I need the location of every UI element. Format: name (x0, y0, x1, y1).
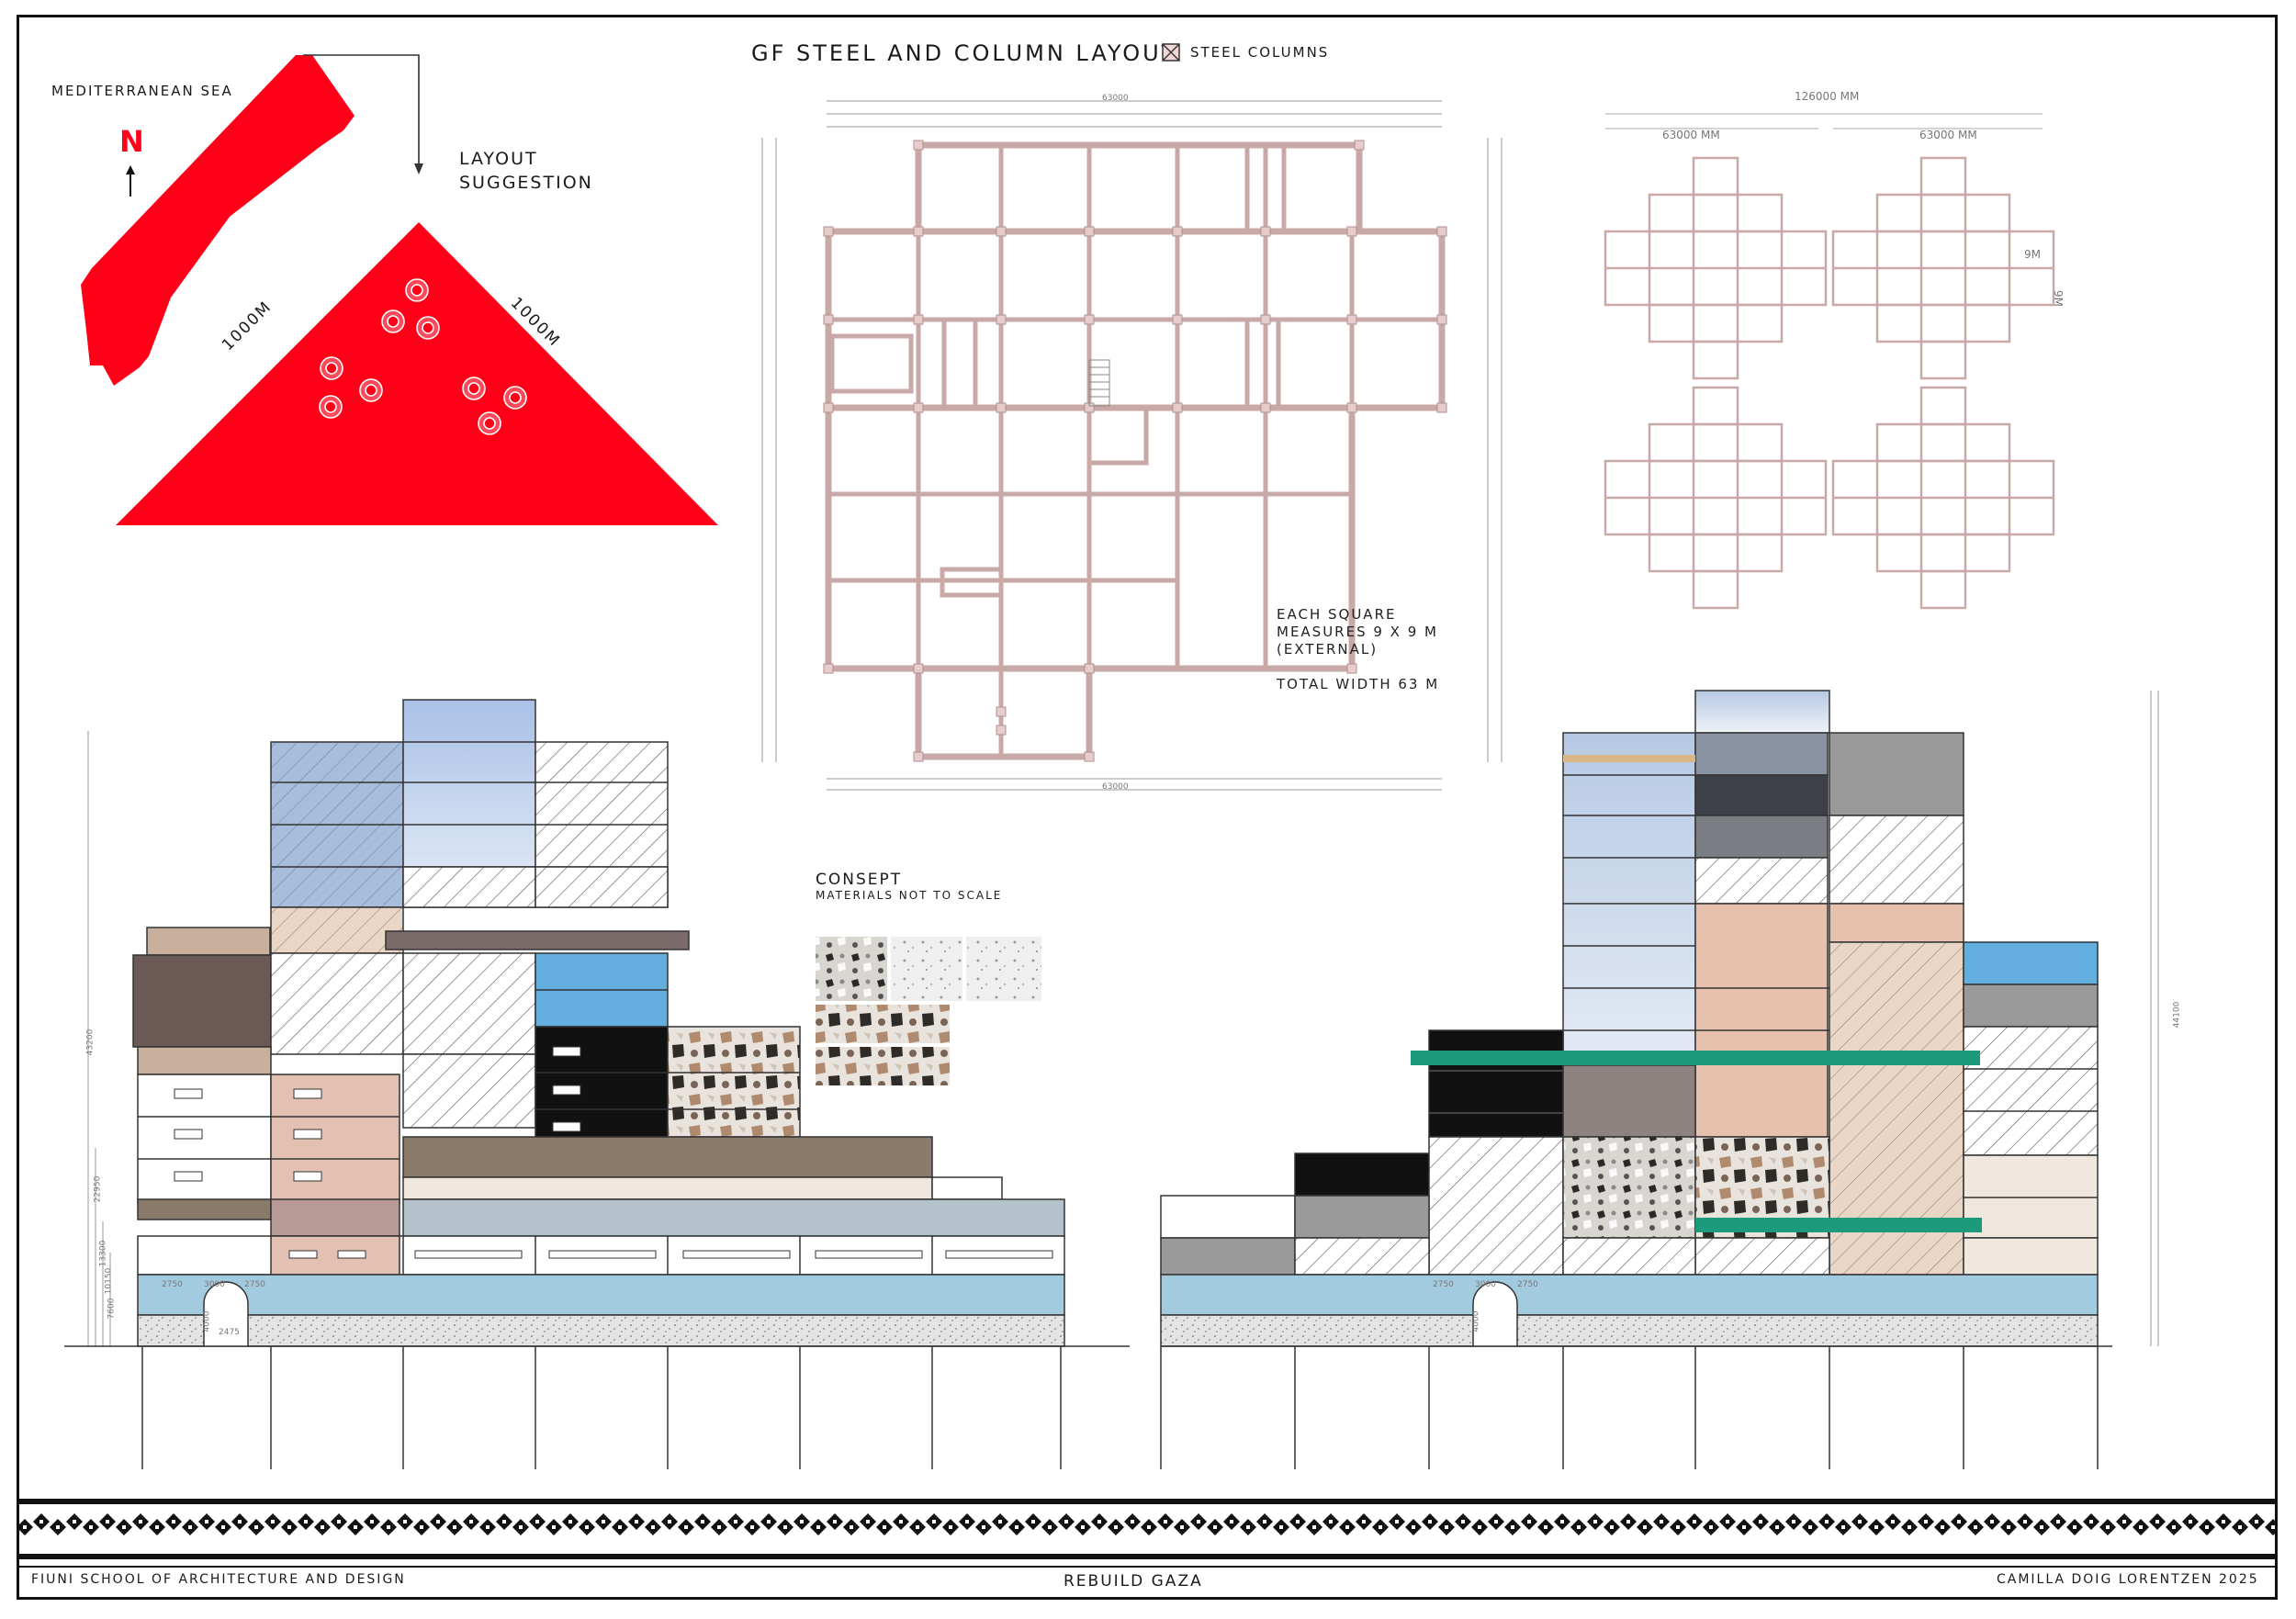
footer-project-title: REBUILD GAZA (1064, 1572, 1203, 1591)
right-arch-dim-1: 2750 (1433, 1280, 1454, 1289)
materials-subtitle: MATERIALS NOT TO SCALE (816, 889, 1003, 902)
cluster-half-dim-right: 63000 MM (1919, 129, 1977, 141)
materials-title: CONSEPT (816, 871, 903, 889)
teal-band-lower (1695, 1218, 1982, 1232)
plan-total-dim-bottom: 63000 (1102, 782, 1129, 792)
gaza-strip-shape (81, 55, 355, 386)
footer-school: FIUNI SCHOOL OF ARCHITECTURE AND DESIGN (31, 1572, 406, 1587)
cluster-module-br (1831, 386, 2055, 610)
cluster-module-tr (1831, 156, 2055, 380)
sunset-strip (1563, 755, 1695, 762)
right-arch-dim-3: 2750 (1517, 1280, 1538, 1289)
stair-icon (1088, 359, 1110, 407)
cluster-total-dim: 126000 MM (1795, 90, 1860, 103)
cluster-module-dim-h: 9M (2024, 248, 2041, 261)
arch-dim-5: 2475 (219, 1328, 240, 1337)
plan-note-line2: MEASURES 9 X 9 M (1277, 624, 1438, 640)
sea-label: MEDITERRANEAN SEA (51, 83, 233, 99)
site-triangle-shape (116, 222, 718, 525)
leader-line (303, 54, 420, 165)
swatch-terrazzo-white (891, 937, 962, 1001)
leader-arrow-icon (414, 163, 423, 174)
building-cluster-icons (319, 278, 527, 435)
footer-author: CAMILLA DOIG LORENTZEN 2025 (1997, 1572, 2259, 1587)
drawing-sheet (17, 15, 2278, 1600)
page-title: GF STEEL AND COLUMN LAYOUT (751, 40, 1178, 66)
arch-dim-2: 3000 (204, 1280, 225, 1289)
plan-note-line1: EACH SQUARE (1277, 606, 1397, 623)
legend-steel-label: STEEL COLUMNS (1190, 44, 1330, 61)
north-arrowhead-icon (126, 165, 135, 174)
layout-label-line1: LAYOUT (459, 149, 538, 169)
swatch-terrazzo-brown (816, 1005, 950, 1043)
plan-note-line4: TOTAL WIDTH 63 M (1277, 676, 1440, 692)
arch-dim-1: 2750 (162, 1280, 183, 1289)
right-arch-dim-2: 3000 (1475, 1280, 1496, 1289)
cluster-half-dim-left: 63000 MM (1662, 129, 1720, 141)
entry-arch-right-icon (1472, 1281, 1518, 1346)
teal-band-upper (1411, 1051, 1980, 1065)
swatch-terrazzo-warm (816, 1047, 950, 1085)
mural-band (385, 930, 690, 950)
plan-total-dim-top: 63000 (1102, 94, 1129, 103)
plan-note: EACH SQUARE MEASURES 9 X 9 M (EXTERNAL) … (1277, 606, 1439, 693)
swatch-terrazzo-speckle (966, 937, 1041, 1001)
entry-arch-icon (203, 1281, 249, 1346)
layout-label-line2: SUGGESTION (459, 173, 593, 193)
swatch-terrazzo-grey (816, 937, 887, 1001)
cluster-module-bl (1604, 386, 1828, 610)
plan-note-line3: (EXTERNAL) (1277, 641, 1379, 658)
arch-dim-3: 2750 (244, 1280, 265, 1289)
north-label: N (119, 124, 144, 159)
cluster-module-tl (1604, 156, 1828, 380)
